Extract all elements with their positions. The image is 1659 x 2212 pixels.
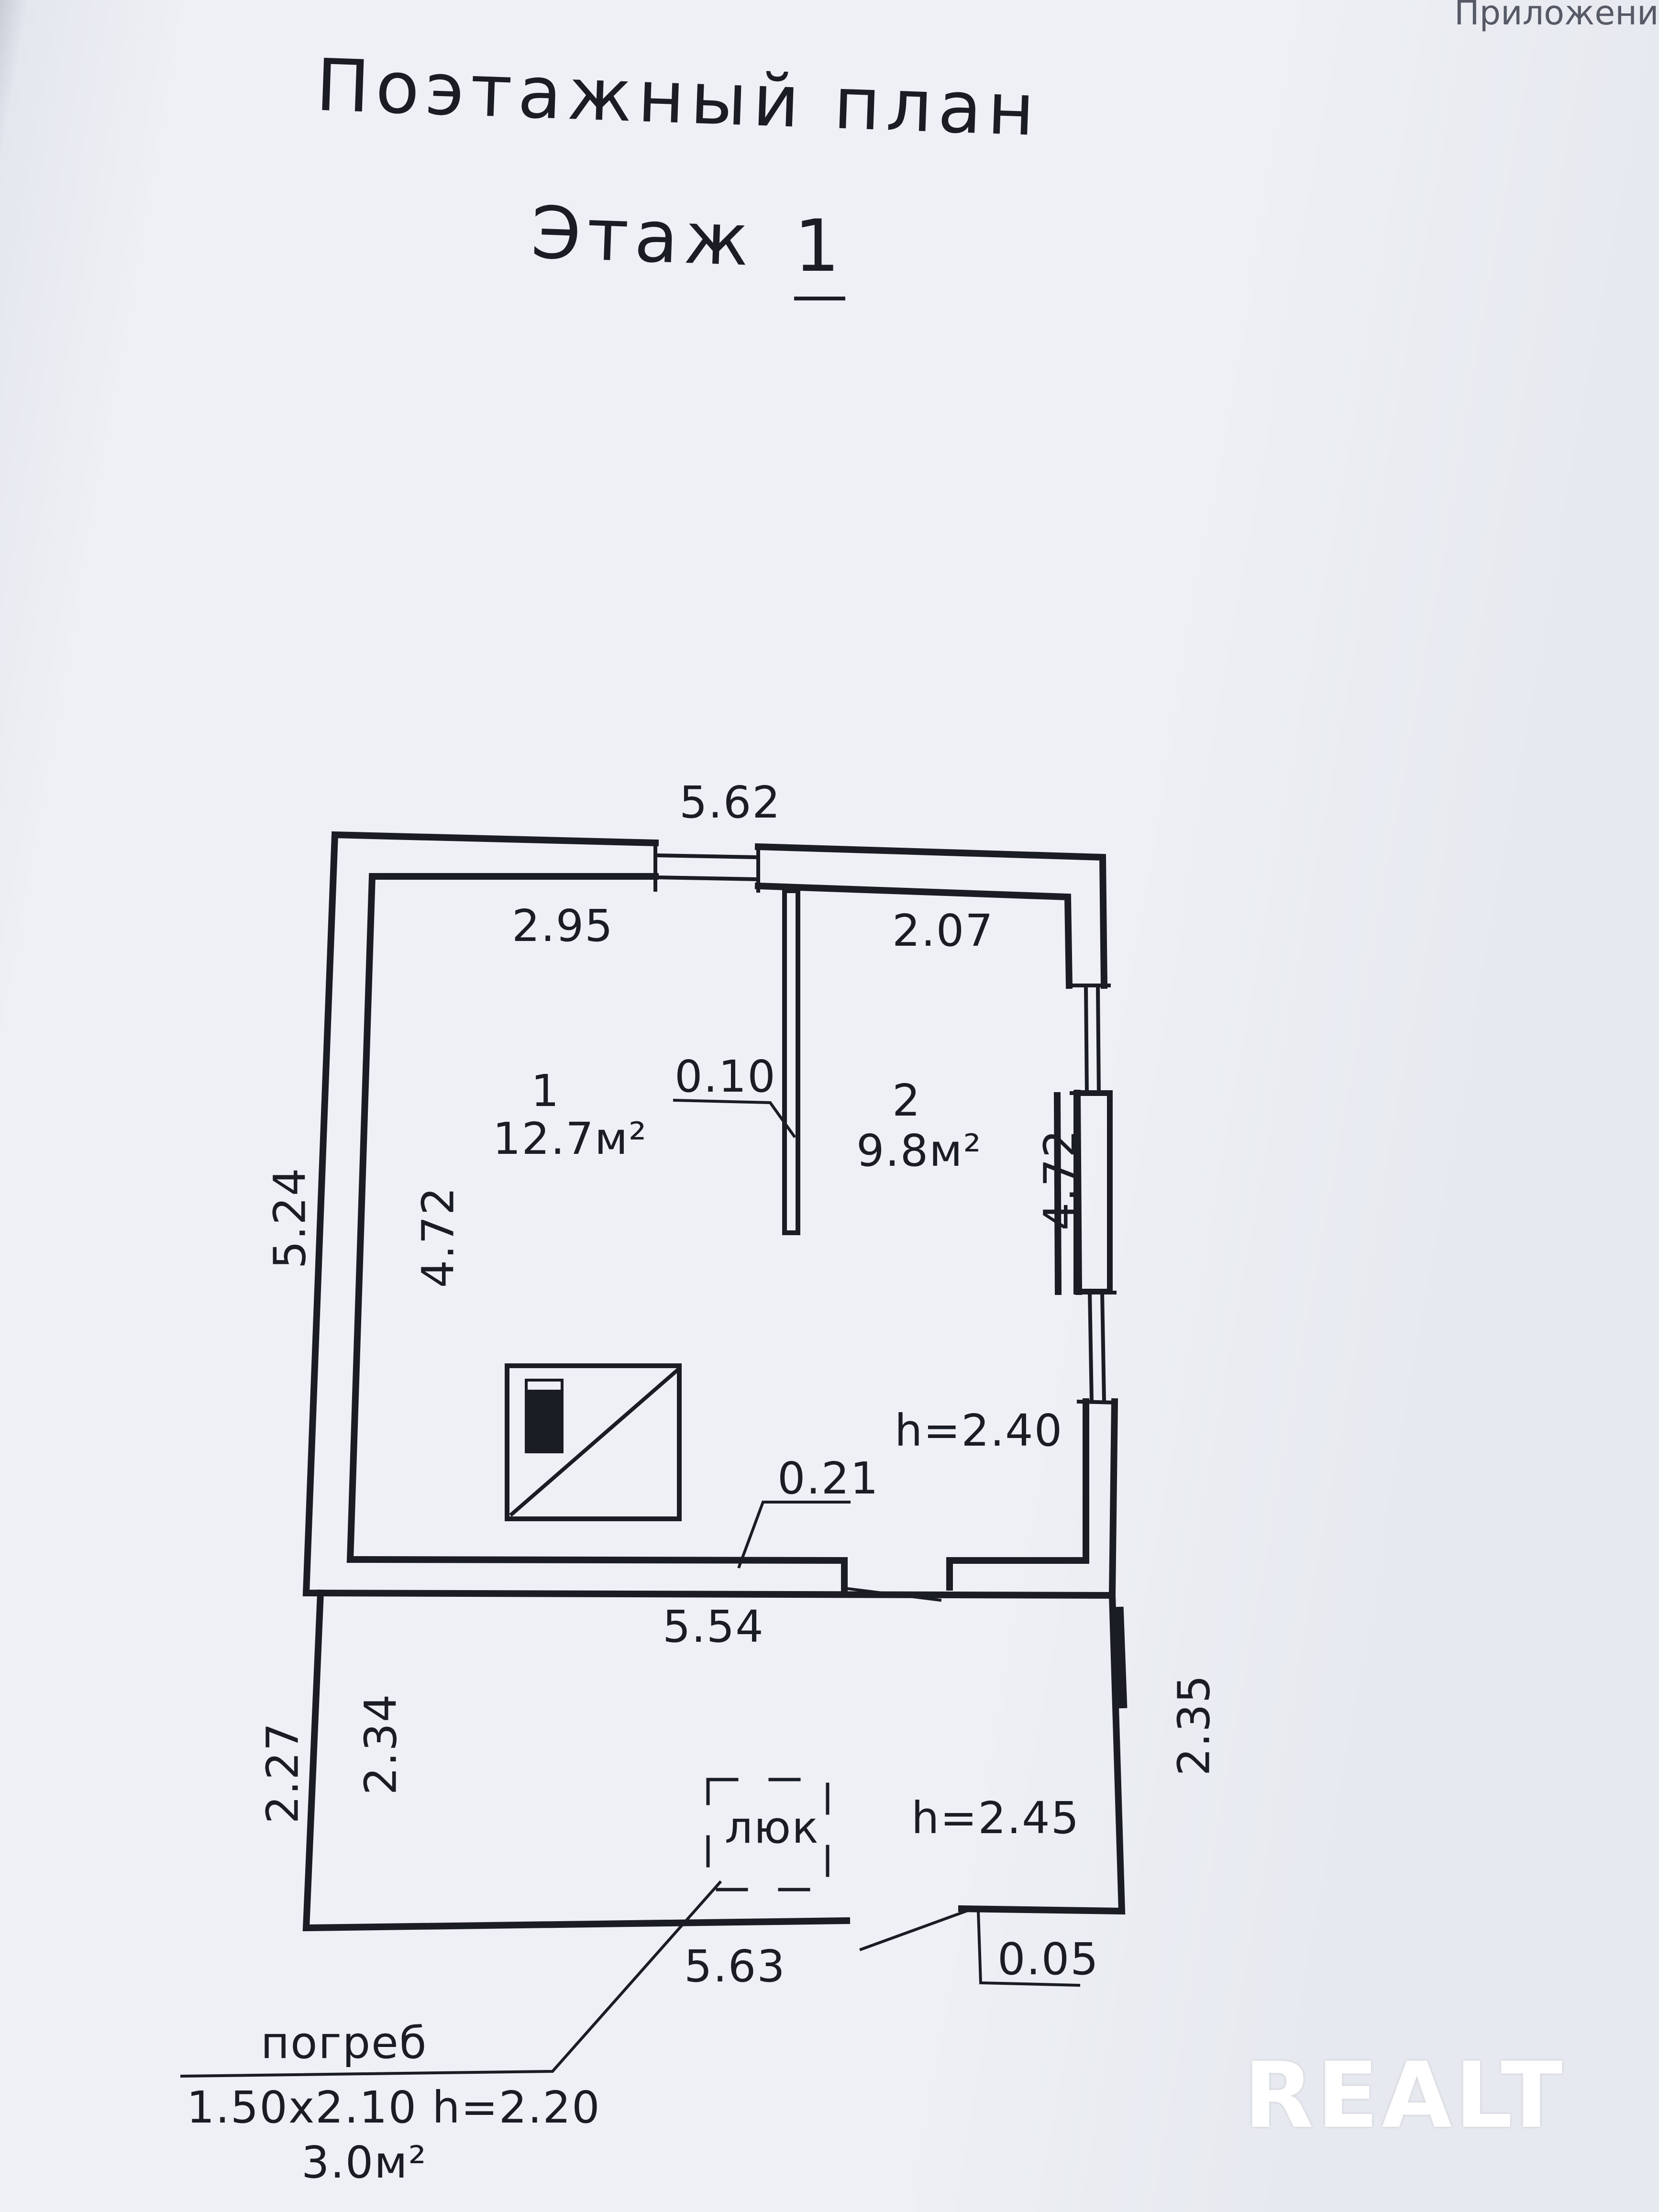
floor-number: 1 <box>794 210 846 300</box>
dim-wall-thickness: 0.21 <box>777 1453 879 1504</box>
leader-0.21 <box>737 1501 851 1569</box>
right-window-lower <box>1074 1289 1118 1405</box>
cellar-leader <box>180 1880 722 2078</box>
right-window-upper <box>1070 983 1111 1095</box>
dim-room1-width: 2.95 <box>512 900 614 951</box>
stove-icon <box>505 1363 682 1521</box>
dim-room2-depth: 4.72 <box>1034 1128 1086 1231</box>
leader-0.10 <box>673 1098 796 1139</box>
height-main: h=2.40 <box>895 1405 1063 1456</box>
top-window <box>653 841 761 893</box>
room2-area: 9.8м² <box>856 1125 982 1176</box>
dim-partition: 0.10 <box>675 1051 776 1102</box>
dim-annex-right: 2.35 <box>1168 1674 1220 1776</box>
dim-annex-left-inner: 2.34 <box>355 1693 407 1795</box>
room1-number: 1 <box>531 1065 560 1117</box>
room-partition <box>782 888 800 1235</box>
room2-number: 2 <box>892 1075 921 1126</box>
dim-bracket-0.05 <box>976 1909 1081 1987</box>
cellar-label: погреб <box>261 2017 428 2068</box>
annex-wall <box>302 1589 1126 1932</box>
room1-area: 12.7м² <box>493 1113 648 1164</box>
dim-door-offset: 0.05 <box>997 1934 1099 1985</box>
cellar-area: 3.0м² <box>301 2137 427 2188</box>
realt-watermark-logo: REALT <box>1244 2043 1566 2148</box>
dim-outer-top: 5.62 <box>679 777 781 828</box>
hatch-label: люк <box>725 1802 819 1853</box>
main-inner-wall <box>346 873 1089 1592</box>
height-annex: h=2.45 <box>911 1792 1080 1844</box>
corner-caption: Приложени <box>1454 0 1659 33</box>
door-swing <box>842 1586 942 1602</box>
dim-annex-left-outer: 2.27 <box>257 1722 309 1824</box>
dim-room1-depth: 4.72 <box>412 1186 464 1288</box>
entry-door-swing <box>859 1909 968 1951</box>
dim-annex-inner-width: 5.54 <box>663 1601 764 1652</box>
dim-room2-width: 2.07 <box>892 905 994 956</box>
dim-annex-bottom: 5.63 <box>684 1941 786 1992</box>
cellar-size: 1.50х2.10 h=2.20 <box>187 2082 601 2133</box>
dim-outer-left: 5.24 <box>264 1167 316 1269</box>
annex-wall-thick <box>1113 1606 1128 1709</box>
